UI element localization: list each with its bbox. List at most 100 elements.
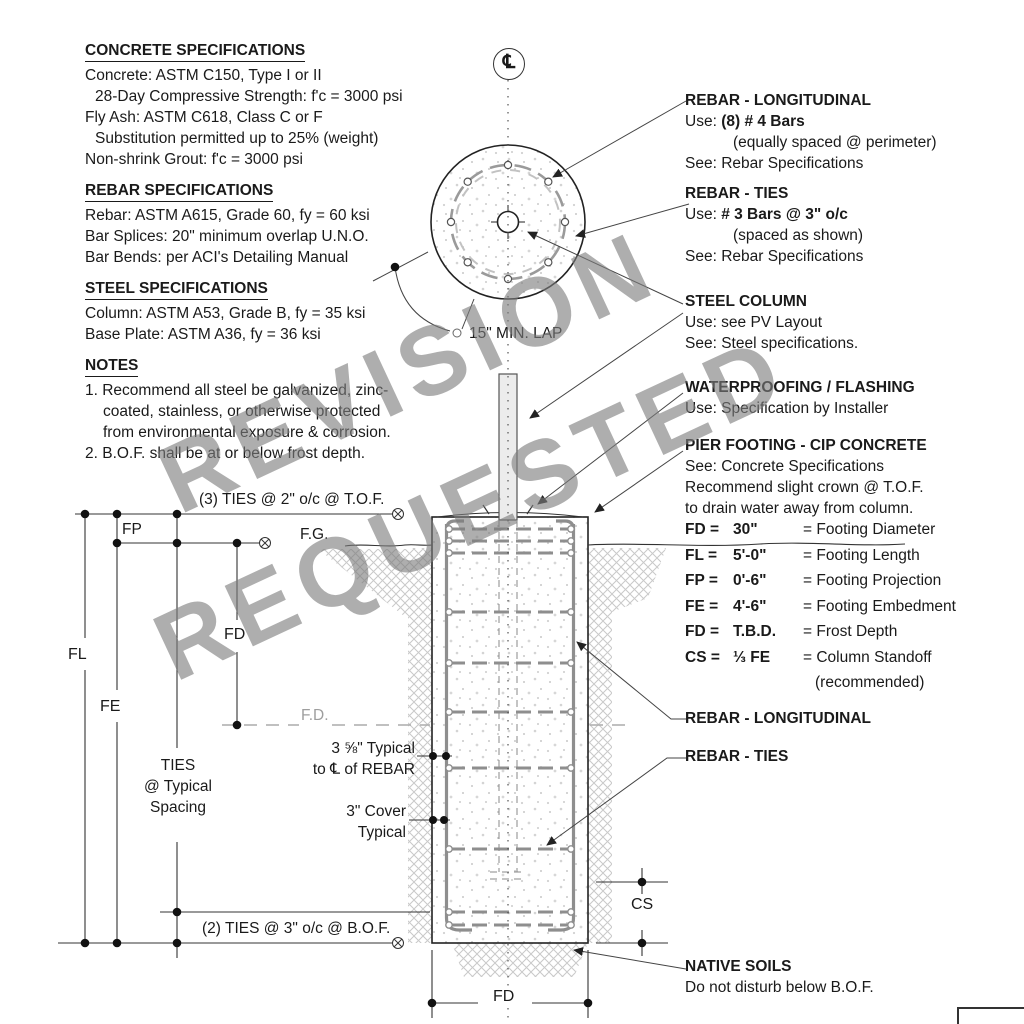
- section-title: REBAR SPECIFICATIONS: [85, 180, 274, 202]
- legend-desc: = Footing Diameter: [803, 521, 936, 538]
- legend-desc: = Footing Embedment: [803, 597, 956, 615]
- legend-value: 5'-0": [733, 546, 767, 564]
- legend-desc: = Footing Length: [803, 546, 920, 564]
- legend-code: FD =: [685, 623, 720, 640]
- steel-column: [498, 373, 518, 521]
- legend-row: FL = 5'-0" = Footing Length: [685, 545, 956, 571]
- section-title: NOTES: [85, 355, 139, 377]
- dimension-dots: [80, 509, 647, 1008]
- dim-min-lap: 15" MIN. LAP: [467, 323, 565, 344]
- concrete-specifications: CONCRETE SPECIFICATIONS Concrete: ASTM C…: [85, 40, 403, 170]
- legend-value: 0'-6": [733, 572, 767, 589]
- dim-fd-frost: FD: [222, 624, 248, 645]
- use-value: # 3 Bars @ 3" o/c: [721, 206, 848, 223]
- callout-title: STEEL COLUMN: [685, 293, 807, 310]
- legend-row: FD = T.B.D. = Frost Depth: [685, 621, 956, 647]
- legend-code: FL =: [685, 546, 718, 564]
- dim-cs: CS: [629, 894, 656, 915]
- dim-top-ties: (3) TIES @ 2" o/c @ T.O.F.: [197, 489, 387, 510]
- callout-line: See: Steel specifications.: [685, 335, 859, 352]
- rebar-specifications: REBAR SPECIFICATIONS Rebar: ASTM A615, G…: [85, 180, 370, 268]
- spec-line: Rebar: ASTM A615, Grade 60, fy = 60 ksi: [85, 207, 370, 224]
- legend-value: 30": [733, 521, 758, 538]
- callout-title: PIER FOOTING - CIP CONCRETE: [685, 437, 927, 454]
- callout-line: Use: (8) # 4 Bars: [685, 111, 937, 132]
- footing-legend: FD = 30" = Footing Diameter FL = 5'-0" =…: [685, 519, 956, 693]
- callout-steel-column: STEEL COLUMN Use: see PV Layout See: Ste…: [685, 291, 858, 354]
- callout-title: WATERPROOFING / FLASHING: [685, 379, 915, 396]
- dim-fg: F.G.: [298, 524, 331, 545]
- dim-ties-spacing: TIES @ Typical Spacing: [130, 755, 226, 818]
- legend-value: T.B.D.: [733, 623, 777, 640]
- legend-desc: = Frost Depth: [803, 623, 898, 640]
- callout-waterproofing: WATERPROOFING / FLASHING Use: Specificat…: [685, 377, 915, 419]
- plan-view: [372, 144, 586, 338]
- centerline-symbol: ℄: [493, 48, 525, 80]
- elevation-rebar-ties: [450, 527, 570, 927]
- dim-bottom-ties: (2) TIES @ 3" o/c @ B.O.F.: [200, 918, 393, 939]
- use-prefix: Use:: [685, 113, 722, 130]
- legend-desc: = Footing Projection: [803, 572, 942, 589]
- note-line: 1. Recommend all steel be galvanized, zi…: [85, 382, 389, 399]
- dim-rebar-offset: 3 ⅝" Typical to ℄ of REBAR: [293, 738, 415, 780]
- callout-line: (equally spaced @ perimeter): [733, 134, 937, 151]
- spec-line: Bar Splices: 20" minimum overlap U.N.O.: [85, 228, 369, 245]
- callout-line: Use: Specification by Installer: [685, 400, 889, 417]
- spec-line: Fly Ash: ASTM C618, Class C or F: [85, 109, 323, 126]
- spec-line: 28-Day Compressive Strength: f'c = 3000 …: [95, 88, 403, 105]
- callout-title: REBAR - LONGITUDINAL: [685, 710, 871, 727]
- dim-line: 3 ⅝" Typical: [331, 740, 415, 757]
- spec-line: Base Plate: ASTM A36, fy = 36 ksi: [85, 326, 321, 343]
- note-line: from environmental exposure & corrosion.: [103, 424, 391, 441]
- callout-title: REBAR - TIES: [685, 748, 789, 765]
- callout-rebar-longitudinal-bottom: REBAR - LONGITUDINAL: [685, 708, 871, 729]
- lap-annotation: [372, 251, 475, 338]
- use-value: (8) # 4 Bars: [721, 113, 805, 130]
- plan-rebar-dots: [446, 160, 570, 284]
- dim-line: Typical: [357, 824, 406, 841]
- callout-line: Use: # 3 Bars @ 3" o/c: [685, 204, 863, 225]
- legend-code: FP =: [685, 572, 718, 589]
- dim-line: Spacing: [149, 799, 206, 816]
- pier-footing: [431, 516, 589, 944]
- callout-line: See: Rebar Specifications: [685, 248, 864, 265]
- spec-line: Column: ASTM A53, Grade B, fy = 35 ksi: [85, 305, 366, 322]
- dim-fe: FE: [98, 696, 123, 717]
- legend-code: CS =: [685, 648, 720, 666]
- callout-line: (spaced as shown): [733, 227, 864, 244]
- section-title: CONCRETE SPECIFICATIONS: [85, 40, 306, 62]
- spec-line: Non-shrink Grout: f'c = 3000 psi: [85, 151, 303, 168]
- callout-rebar-ties-bottom: REBAR - TIES: [685, 746, 788, 767]
- spec-line: Substitution permitted up to 25% (weight…: [95, 130, 379, 147]
- legend-row: CS = ⅓ FE = Column Standoff: [685, 647, 956, 673]
- callout-leaders: [527, 100, 690, 970]
- callout-rebar-ties-top: REBAR - TIES Use: # 3 Bars @ 3" o/c (spa…: [685, 183, 863, 267]
- legend-code: FE =: [685, 597, 719, 615]
- legend-desc: = Column Standoff: [803, 648, 932, 666]
- note-line: coated, stainless, or otherwise protecte…: [103, 403, 381, 420]
- dim-fd-line: F.D.: [299, 705, 331, 726]
- callout-rebar-longitudinal-top: REBAR - LONGITUDINAL Use: (8) # 4 Bars (…: [685, 90, 937, 174]
- legend-row: FD = 30" = Footing Diameter: [685, 519, 956, 545]
- dimension-lines: [58, 513, 906, 1018]
- steel-specifications: STEEL SPECIFICATIONS Column: ASTM A53, G…: [85, 278, 365, 345]
- legend-code: FD =: [685, 521, 720, 538]
- legend-value: ⅓ FE: [733, 648, 771, 666]
- tie-end-loops: [445, 525, 575, 929]
- dim-fl: FL: [66, 644, 89, 665]
- callout-title: NATIVE SOILS: [685, 958, 792, 975]
- callout-pier-footing: PIER FOOTING - CIP CONCRETE See: Concret…: [685, 435, 927, 519]
- callout-line: to drain water away from column.: [685, 500, 914, 517]
- notes: NOTES 1. Recommend all steel be galvaniz…: [85, 355, 391, 464]
- use-prefix: Use:: [685, 206, 722, 223]
- legend-note: (recommended): [815, 674, 925, 691]
- legend-value: 4'-6": [733, 597, 767, 615]
- spec-line: Bar Bends: per ACI's Detailing Manual: [85, 249, 349, 266]
- dim-line: @ Typical: [143, 778, 212, 795]
- dim-cover: 3" Cover Typical: [330, 801, 406, 843]
- legend-row: FE = 4'-6" = Footing Embedment: [685, 596, 956, 622]
- callout-title: REBAR - TIES: [685, 185, 789, 202]
- dim-line: 3" Cover: [346, 803, 406, 820]
- dim-fp: FP: [120, 519, 144, 540]
